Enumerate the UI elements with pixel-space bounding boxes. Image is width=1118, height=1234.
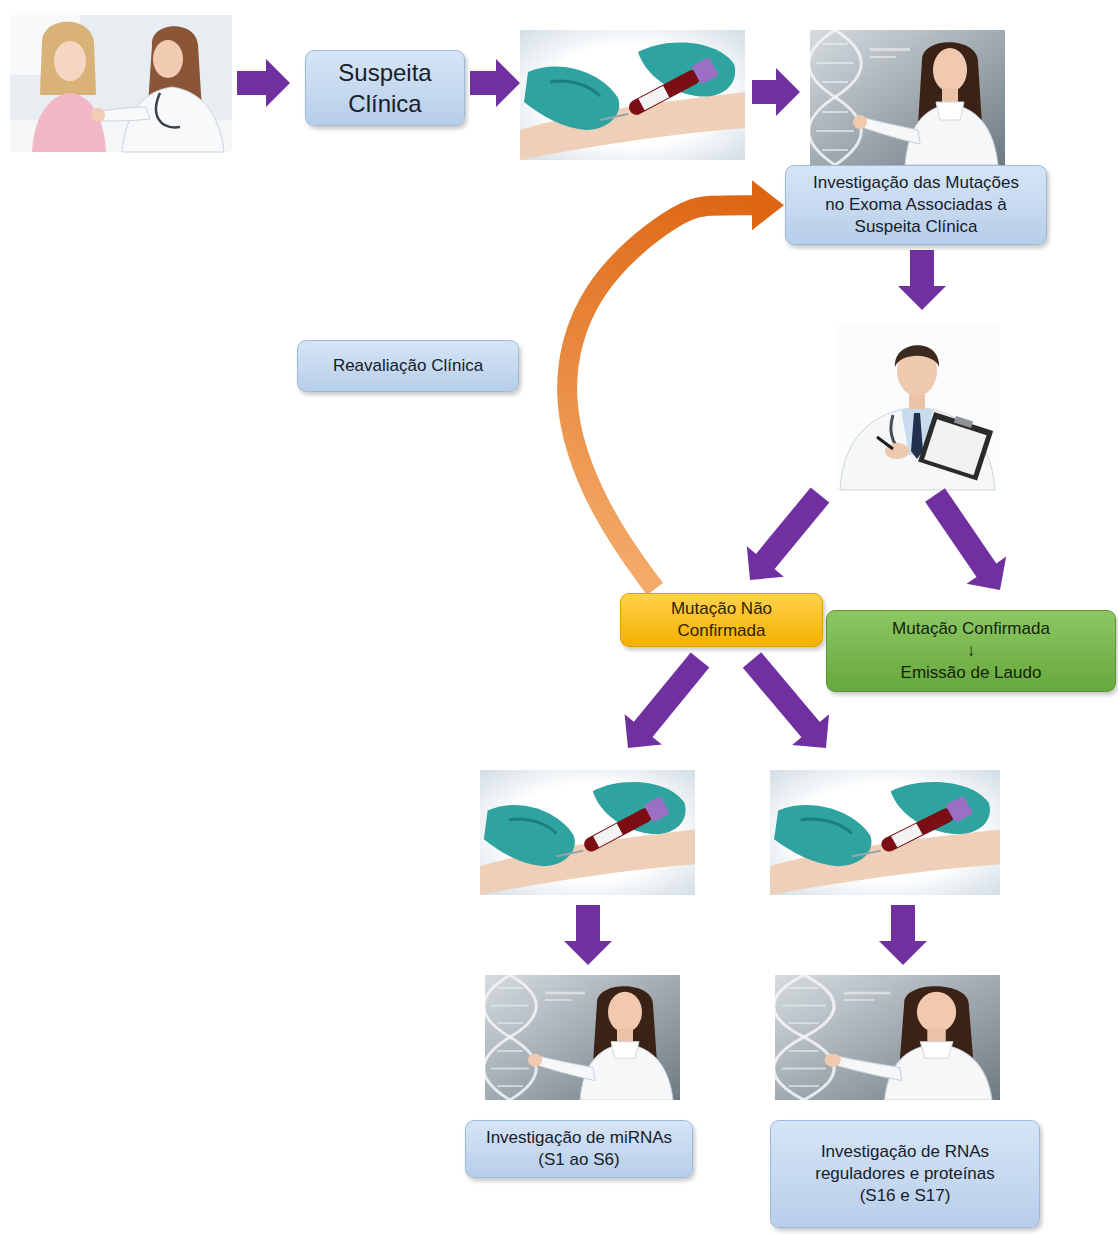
hair	[40, 22, 96, 95]
flow-arrow	[743, 652, 829, 748]
box-text: Suspeita Clínica	[314, 57, 456, 119]
flow-arrow	[564, 905, 612, 965]
clipboard-paper	[924, 419, 986, 475]
blood-draw-photo	[770, 770, 1000, 895]
blood-draw-photo	[520, 30, 745, 160]
scientist-photo	[774, 975, 1000, 1100]
box-text: Reavaliação Clínica	[308, 355, 508, 377]
box-text: Investigação das Mutações no Exoma Assoc…	[804, 172, 1028, 238]
clipboard-clip	[954, 416, 973, 428]
box-text: ↓	[837, 640, 1105, 662]
box-text: Emissão de Laudo	[837, 662, 1105, 684]
doctor-clipboard-photo	[835, 325, 1000, 490]
process-box: Investigação das Mutações no Exoma Assoc…	[785, 165, 1047, 245]
sleeve	[102, 107, 150, 121]
stethoscope	[156, 93, 180, 127]
flow-arrow	[625, 652, 710, 748]
lab-coat	[840, 407, 995, 490]
dress	[32, 93, 106, 152]
flow-arrow	[470, 59, 520, 107]
flow-arrow	[898, 250, 946, 310]
process-box: Suspeita Clínica	[305, 50, 465, 126]
box-text: Investigação de miRNAs (S1 ao S6)	[478, 1127, 680, 1171]
flow-arrow	[925, 488, 1006, 590]
scientist-photo	[809, 30, 1005, 165]
arrow-shaft	[567, 205, 752, 589]
hand	[91, 108, 105, 122]
photo-ground	[10, 15, 232, 152]
flow-arrow	[879, 905, 927, 965]
box-text: Mutação Confirmada	[837, 618, 1105, 640]
doctor-child-photo	[10, 15, 232, 152]
photo-ground	[835, 325, 1000, 490]
flow-arrow	[752, 68, 800, 116]
process-box: Investigação de RNAs reguladores e prote…	[770, 1120, 1040, 1228]
box-text: Mutação Não Confirmada	[631, 598, 812, 642]
result-box: Mutação Confirmada↓Emissão de Laudo	[826, 610, 1116, 692]
pen	[877, 437, 893, 449]
process-box: Investigação de miRNAs (S1 ao S6)	[465, 1120, 693, 1178]
clipboard-board	[918, 412, 993, 481]
flow-arrow	[747, 487, 830, 580]
status-box: Mutação Não Confirmada	[620, 593, 823, 647]
clipboard	[918, 409, 994, 480]
feedback-arrow	[567, 180, 784, 589]
scientist-photo	[484, 975, 680, 1100]
box-text: Investigação de RNAs reguladores e prote…	[806, 1141, 1004, 1207]
label-box: Reavaliação Clínica	[297, 340, 519, 392]
arrow-head	[752, 180, 784, 230]
blood-draw-photo	[480, 770, 695, 895]
face	[54, 41, 86, 81]
face	[153, 40, 183, 78]
flow-arrow	[237, 59, 290, 107]
hair	[895, 345, 939, 367]
